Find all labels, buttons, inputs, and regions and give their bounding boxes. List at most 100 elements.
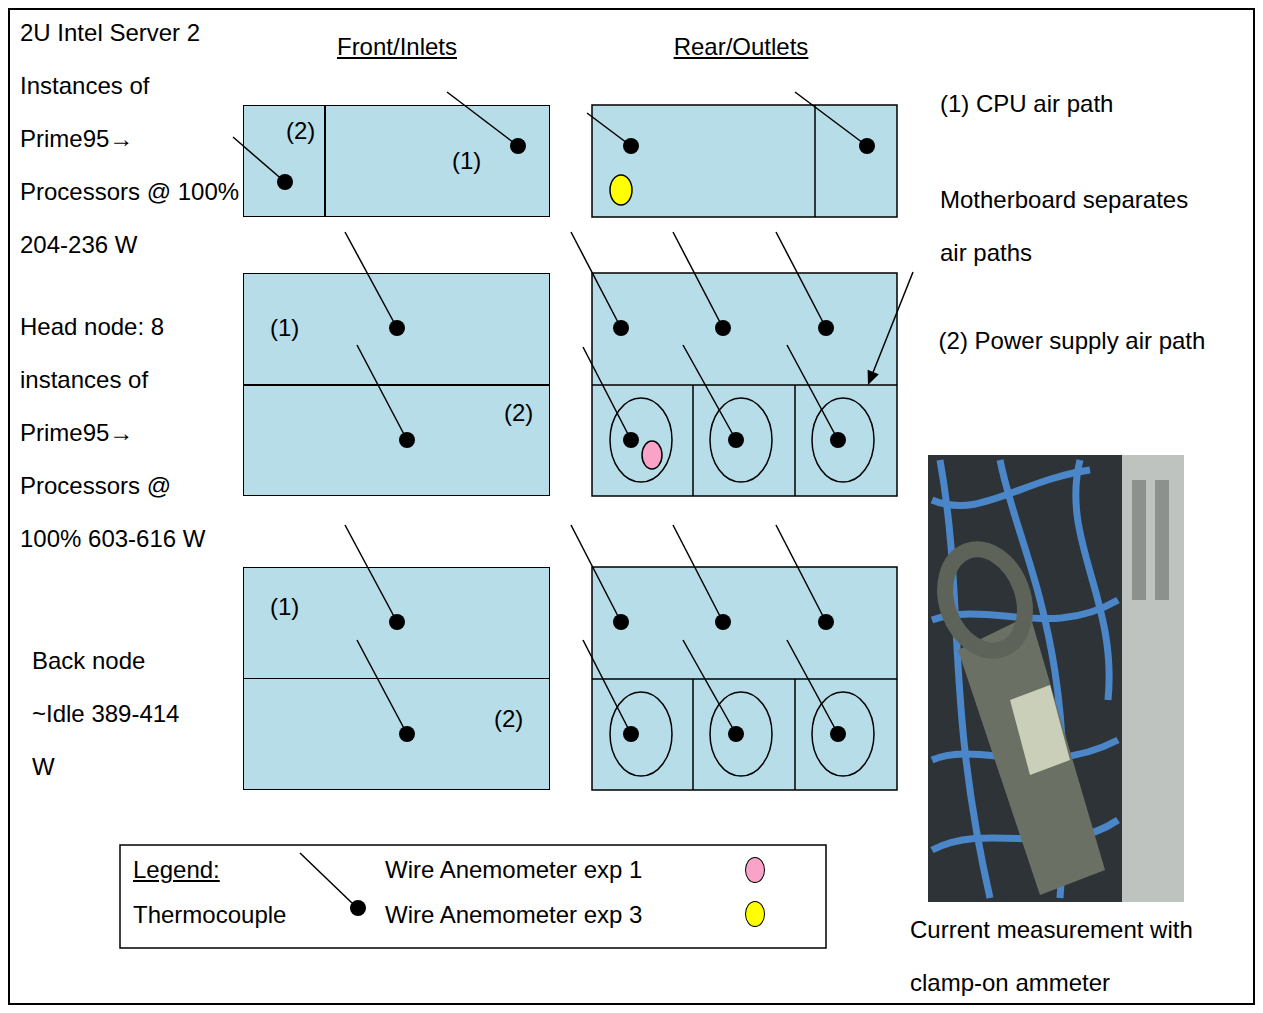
leader-line (571, 525, 621, 622)
airpath-section: (1) (243, 567, 550, 679)
leader-line (683, 640, 736, 734)
legend-sample-dot (350, 900, 366, 916)
annotation-label: Current measurement with clamp-on ammete… (910, 903, 1235, 1009)
outer-frame (9, 9, 1254, 1004)
divider (592, 384, 897, 386)
fan-outline (610, 692, 672, 776)
fan-outline (610, 398, 672, 482)
callout-number: (2) (286, 116, 315, 146)
callout-number: (2) (504, 398, 533, 428)
divider (592, 678, 897, 680)
photo-background (928, 455, 1184, 902)
airpath-section: (2) (243, 678, 550, 790)
leader-line (787, 345, 838, 440)
leader-line (776, 232, 826, 328)
leader-line (583, 347, 631, 440)
legend-label: Wire Anemometer exp 3 (385, 900, 642, 930)
ammeter-body (958, 615, 1105, 895)
thermocouple-dot (399, 432, 415, 448)
leader-line (787, 640, 838, 734)
cable (1076, 460, 1109, 700)
annotation-label: Rear/Outlets (641, 20, 841, 73)
anemometer-marker (642, 441, 662, 469)
airpath-section: (1) (243, 273, 550, 385)
callout-number: (1) (270, 313, 299, 343)
annotation-label: 2U Intel Server 2 Instances of Prime95→ … (20, 6, 260, 271)
thermocouple-dot (715, 614, 731, 630)
leader-line (233, 137, 285, 182)
leader-line (571, 232, 621, 328)
leader-line (345, 525, 397, 622)
photo-rack-slot (1155, 480, 1169, 600)
divider (794, 679, 796, 790)
leader-line (587, 113, 631, 146)
annotation-label: Motherboard separates air paths (940, 173, 1205, 279)
annotation-label: (1) CPU air path (940, 77, 1240, 130)
leader-line (795, 92, 867, 146)
rear-box (592, 273, 897, 496)
divider (692, 679, 694, 790)
thermocouple-dot (818, 320, 834, 336)
anemometer-marker (610, 175, 632, 205)
legend-label: Wire Anemometer exp 1 (385, 855, 642, 885)
leader-line (345, 232, 397, 328)
callout-number: (1) (452, 146, 481, 176)
thermocouple-dot (623, 138, 639, 154)
airpath-section: (2) (243, 385, 550, 496)
airpath-section: (1) (325, 105, 550, 217)
divider (814, 105, 816, 217)
annotation-label: Front/Inlets (297, 20, 497, 73)
legend-sample-line (300, 853, 352, 903)
thermocouple-dot (613, 320, 629, 336)
ammeter-display (1010, 685, 1070, 775)
annotation-label: Legend: (133, 855, 253, 885)
callout-number: (2) (494, 704, 523, 734)
box-fill (243, 567, 550, 790)
ammeter-jaw (932, 538, 1039, 662)
legend-swatch (745, 857, 765, 883)
thermocouple-dot (389, 320, 405, 336)
annotation-label: Head node: 8 instances of Prime95→ Proce… (20, 300, 220, 565)
annotation-label: Back node ~Idle 389-414 W (32, 634, 182, 793)
leader-line (776, 525, 826, 622)
thermocouple-dots (277, 138, 875, 916)
thermocouple-dot (399, 726, 415, 742)
annotation-label: (2) Power supply air path (937, 314, 1207, 367)
thermocouple-dot (715, 320, 731, 336)
thermocouple-dot (830, 432, 846, 448)
photo-rack-slot (1132, 480, 1146, 600)
leader-line (673, 232, 723, 328)
thermocouple-dot (623, 432, 639, 448)
divider (794, 385, 796, 496)
fan-outline (812, 398, 874, 482)
thermocouple-dot (830, 726, 846, 742)
thermocouple-dot (818, 614, 834, 630)
thermocouple-dot (859, 138, 875, 154)
box-fill (243, 105, 550, 217)
thermocouple-dot (728, 726, 744, 742)
thermocouple-dot (728, 432, 744, 448)
leader-line (357, 640, 407, 734)
leader-line (673, 525, 723, 622)
callout-arrow (872, 272, 913, 375)
leader-line (357, 345, 407, 440)
leader-line (447, 92, 518, 146)
box-fill (243, 273, 550, 496)
leader-line (583, 640, 631, 734)
photo-cables (932, 460, 1118, 898)
thermocouple-leaders (233, 92, 867, 903)
photo-rack (1122, 455, 1184, 902)
legend-label: Thermocouple (133, 900, 286, 930)
arrowhead (868, 370, 879, 385)
rear-box (592, 567, 897, 790)
airpath-section: (2) (243, 105, 325, 217)
rear-box (592, 105, 897, 217)
legend-swatch (745, 901, 765, 927)
thermocouple-dot (389, 614, 405, 630)
leader-line (683, 345, 736, 440)
thermocouple-dot (623, 726, 639, 742)
thermocouple-dot (613, 614, 629, 630)
legend-box (120, 845, 826, 948)
divider (692, 385, 694, 496)
